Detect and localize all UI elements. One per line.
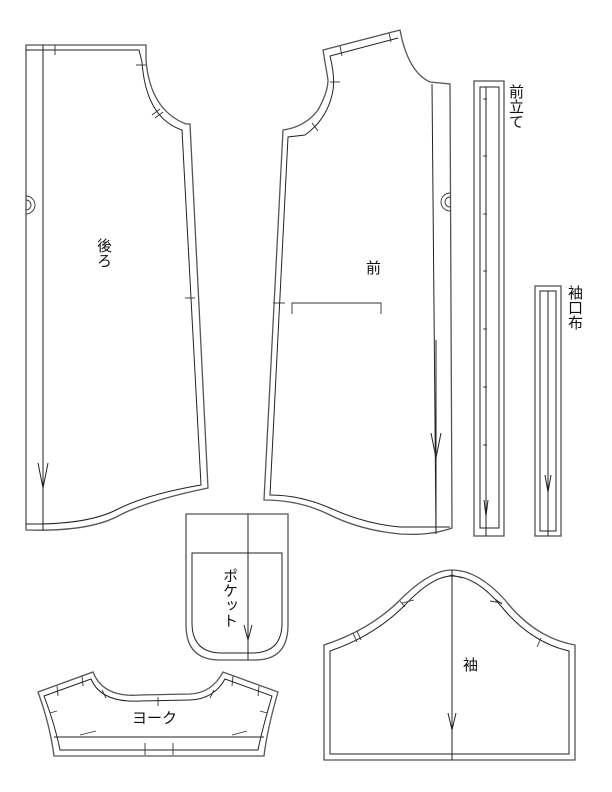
front-notch bbox=[311, 122, 319, 132]
back-notch bbox=[154, 111, 164, 119]
front-cut-line bbox=[263, 29, 453, 536]
placket-grainline-arrow-icon bbox=[483, 499, 489, 517]
sleeve-cut-line bbox=[323, 569, 576, 761]
cuff-grainline-arrow-icon bbox=[544, 474, 552, 493]
sleeve-back-notch bbox=[489, 598, 503, 605]
cuff-label: 袖口布 bbox=[566, 285, 584, 330]
back-grainline-arrow-icon bbox=[37, 185, 49, 520]
sleeve-grainline-arrow-icon bbox=[447, 712, 457, 731]
front-placket-line bbox=[431, 83, 437, 535]
yoke-cut-line bbox=[37, 671, 279, 757]
sleeve-notch bbox=[536, 637, 542, 648]
pocket-placement-mark bbox=[291, 302, 382, 314]
front-notch bbox=[388, 32, 392, 43]
sleeve-sew-line bbox=[329, 575, 570, 755]
back-cut-line bbox=[25, 44, 209, 531]
yoke-notches bbox=[49, 675, 268, 755]
placket-label: 前立て bbox=[507, 84, 525, 129]
pocket-piece: ポケット bbox=[185, 513, 289, 661]
cuff-piece: 袖口布 bbox=[534, 285, 584, 537]
pocket-cut-line bbox=[185, 513, 289, 661]
front-notch bbox=[339, 45, 343, 57]
sleeve-notch bbox=[356, 630, 362, 641]
pocket-grainline-arrow-icon bbox=[243, 624, 253, 642]
sleeve-front-notch bbox=[399, 599, 415, 608]
sleeve-top-notch bbox=[441, 574, 463, 579]
pocket-label: ポケット bbox=[221, 568, 239, 628]
placket-sew-line bbox=[479, 86, 500, 529]
back-notch bbox=[151, 108, 161, 116]
placket-button-marks bbox=[483, 98, 487, 446]
back-piece: 後ろ bbox=[25, 44, 209, 531]
sleeve-notch bbox=[352, 632, 358, 643]
sleeve-label: 袖 bbox=[463, 656, 478, 674]
front-piece: 前 bbox=[263, 29, 453, 536]
placket-cut-line bbox=[473, 80, 505, 537]
back-label: 後ろ bbox=[95, 238, 113, 268]
yoke-sew-line bbox=[43, 678, 273, 751]
placket-piece: 前立て bbox=[473, 80, 525, 537]
front-sew-line bbox=[269, 37, 450, 528]
front-grainline-arrow-icon bbox=[430, 340, 442, 534]
front-button-mark-icon bbox=[440, 192, 451, 212]
back-sew-line bbox=[25, 49, 202, 525]
yoke-piece: ヨーク bbox=[37, 671, 279, 757]
sleeve-piece: 袖 bbox=[323, 569, 576, 761]
back-button-mark-icon bbox=[25, 195, 36, 215]
pocket-sew-line bbox=[191, 552, 283, 654]
yoke-label: ヨーク bbox=[132, 709, 177, 727]
front-label: 前 bbox=[366, 259, 381, 277]
